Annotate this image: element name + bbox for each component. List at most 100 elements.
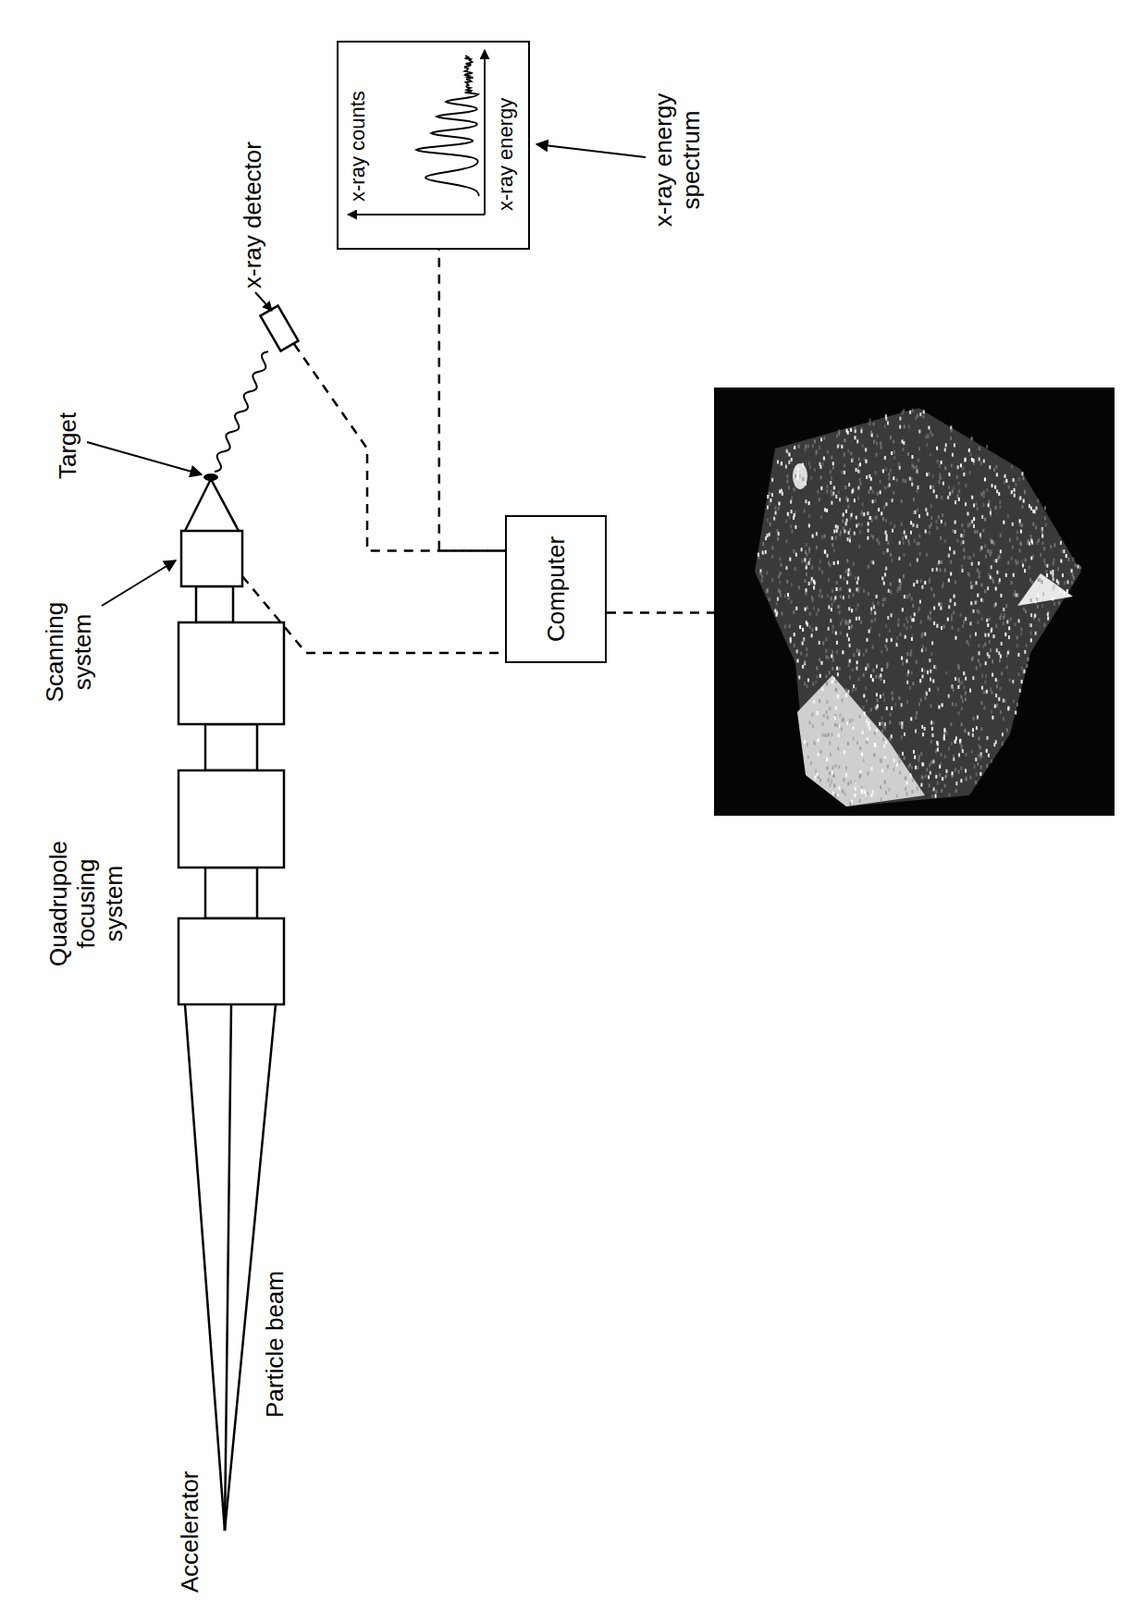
speckle <box>978 651 981 655</box>
speckle <box>813 468 816 472</box>
speckle <box>982 598 985 603</box>
speckle <box>995 465 998 469</box>
speckle <box>800 547 803 552</box>
speckle <box>853 498 856 503</box>
speckle <box>839 621 842 626</box>
speckle <box>769 522 772 527</box>
quadrupole-lens <box>178 622 284 725</box>
speckle <box>827 777 830 782</box>
speckle <box>1058 601 1060 605</box>
speckle <box>777 575 780 579</box>
speckle <box>922 763 924 767</box>
speckle <box>920 578 923 583</box>
speckle <box>816 490 819 494</box>
speckle <box>789 637 792 641</box>
speckle <box>815 627 818 631</box>
speckle <box>870 560 873 565</box>
speckle <box>991 659 994 664</box>
speckle <box>917 542 920 546</box>
speckle <box>993 541 996 545</box>
speckle <box>950 626 953 630</box>
speckle <box>921 585 924 590</box>
speckle <box>1030 598 1033 603</box>
speckle <box>801 628 804 632</box>
speckle <box>851 489 854 493</box>
speckle <box>1004 474 1007 479</box>
speckle <box>902 441 905 445</box>
speckle <box>999 654 1002 659</box>
speckle <box>964 690 967 695</box>
speckle <box>912 617 915 622</box>
speckle <box>825 733 827 738</box>
speckle <box>912 750 915 754</box>
speckle <box>924 435 927 440</box>
speckle <box>960 722 963 727</box>
speckle <box>903 594 906 599</box>
speckle <box>921 632 924 637</box>
speckle <box>888 628 891 633</box>
speckle <box>869 418 872 422</box>
speckle <box>870 606 873 611</box>
spectrum-display: x-ray countsx-ray energy <box>336 40 530 250</box>
speckle <box>948 472 950 477</box>
speckle <box>854 780 857 785</box>
speckle <box>844 438 847 443</box>
speckle <box>882 738 885 742</box>
speckle <box>810 476 813 481</box>
speckle <box>954 580 957 585</box>
speckle <box>874 499 876 504</box>
speckle <box>849 539 851 543</box>
speckle <box>884 572 887 577</box>
speckle <box>889 521 892 526</box>
speckle <box>795 606 798 611</box>
speckle <box>973 764 976 769</box>
speckle <box>912 497 915 502</box>
speckle <box>830 596 833 601</box>
speckle <box>877 541 880 545</box>
speckle <box>865 459 868 464</box>
speckle <box>912 465 915 469</box>
speckle <box>814 679 817 684</box>
speckle <box>910 773 912 777</box>
speckle <box>899 770 901 775</box>
speckle <box>930 587 933 592</box>
speckle <box>964 697 967 702</box>
speckle <box>794 566 797 571</box>
speckle <box>882 692 885 697</box>
speckle <box>1042 591 1045 596</box>
speckle <box>1034 509 1036 514</box>
speckle <box>974 780 977 785</box>
speckle <box>899 425 901 430</box>
speckle <box>998 578 1001 582</box>
bright-region <box>792 463 808 490</box>
speckle <box>1014 482 1017 487</box>
speckle <box>808 549 811 554</box>
speckle <box>858 616 861 621</box>
speckle <box>911 778 914 783</box>
speckle <box>973 553 975 557</box>
speckle <box>1047 616 1049 621</box>
speckle <box>908 593 911 598</box>
speckle <box>1013 488 1016 493</box>
speckle <box>1053 584 1056 589</box>
speckle <box>933 621 936 626</box>
speckle <box>813 700 815 704</box>
speckle <box>862 652 865 657</box>
speckle <box>766 505 769 510</box>
speckle <box>1016 643 1019 648</box>
speckle <box>875 692 878 697</box>
speckle <box>849 428 852 432</box>
speckle <box>1043 623 1046 628</box>
speckle <box>880 650 883 654</box>
speckle <box>842 527 845 531</box>
speckle <box>761 578 764 583</box>
speckle <box>799 625 801 629</box>
speckle <box>1051 569 1054 574</box>
speckle <box>958 769 961 774</box>
speckle <box>1044 505 1047 510</box>
speckle <box>879 441 882 445</box>
speckle <box>874 516 876 520</box>
speckle <box>1051 573 1054 578</box>
speckle <box>835 688 838 692</box>
speckle <box>937 602 940 606</box>
